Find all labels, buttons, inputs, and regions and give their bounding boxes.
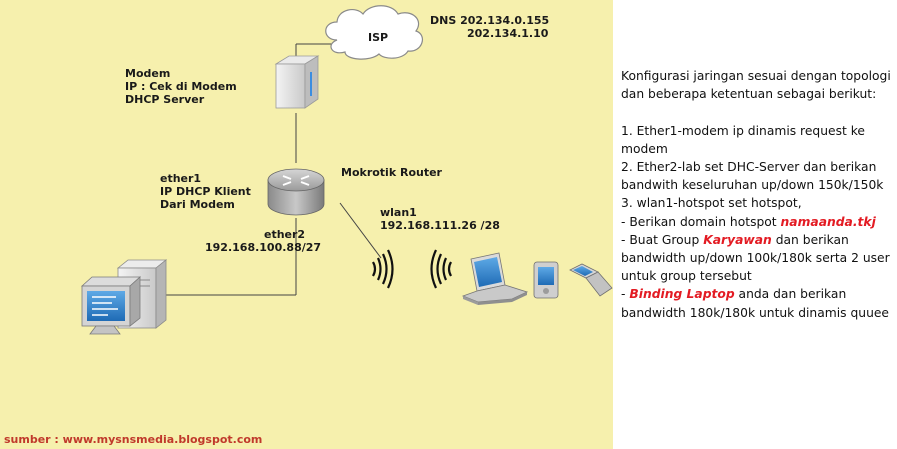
binding-suffix: anda dan berikan <box>734 287 847 302</box>
modem-icon <box>274 55 320 109</box>
domain-prefix: - Berikan domain hotspot <box>621 214 781 229</box>
modem-dhcp-label: DHCP Server <box>125 93 205 106</box>
source-credit: sumber : www.mysnsmedia.blogspot.com <box>4 433 263 446</box>
router-label: Mokrotik Router <box>341 166 442 179</box>
item-1-line-1: 1. Ether1-modem ip dinamis request ke <box>621 123 865 138</box>
ether2-label: ether2 <box>264 228 306 241</box>
group-value: Karyawan <box>703 232 772 247</box>
modem-title-label: Modem <box>125 67 171 80</box>
intro-line-2: dan beberapa ketentuan sebagai berikut: <box>621 87 877 102</box>
flip-phone-icon <box>569 263 613 297</box>
connection-lines <box>163 43 382 296</box>
group-prefix: - Buat Group <box>621 232 704 247</box>
cloud-icon <box>325 5 424 60</box>
dns-secondary-label: 202.134.1.10 <box>467 27 549 40</box>
isp-label: ISP <box>368 31 389 44</box>
ether1-label: ether1 <box>160 172 202 185</box>
configuration-instructions: Konfigurasi jaringan sesuai dengan topol… <box>621 67 897 322</box>
wlan1-label: wlan1 <box>380 206 417 219</box>
group-line-3: untuk group tersebut <box>621 269 752 284</box>
router-wlan-link <box>339 202 382 259</box>
dns-primary-label: DNS 202.134.0.155 <box>430 14 550 27</box>
network-topology-diagram: ISP DNS 202.134.0.155 202.134.1.10 Modem… <box>0 0 613 449</box>
binding-line-2: bandwidth 180k/180k untuk dinamis quuee <box>621 305 889 320</box>
desktop-computer-icon <box>80 259 168 335</box>
blank-line <box>621 103 897 121</box>
item-3-line: 3. wlan1-hotspot set hotspot, <box>621 196 802 211</box>
item-1-line-2: modem <box>621 141 668 156</box>
domain-value: namaanda.tkj <box>780 214 876 229</box>
group-line-1: - Buat Group Karyawan dan berikan <box>621 231 897 249</box>
binding-prefix: - <box>621 287 630 302</box>
wireless-signal-icon-client <box>430 249 452 289</box>
ether1-source-label: Dari Modem <box>160 198 235 211</box>
binding-line-1: - Binding Laptop anda dan berikan <box>621 285 897 303</box>
group-line-2: bandwidth up/down 100k/180k serta 2 user <box>621 251 890 266</box>
ether1-dhcp-label: IP DHCP Klient <box>160 185 251 198</box>
intro-line-1: Konfigurasi jaringan sesuai dengan topol… <box>621 69 891 83</box>
router-icon <box>267 168 325 216</box>
pda-icon <box>533 261 559 299</box>
wireless-signal-icon <box>372 249 394 289</box>
wlan1-ip-label: 192.168.111.26 /28 <box>380 219 500 232</box>
binding-value: Binding Laptop <box>629 287 735 302</box>
item-2-line-1: 2. Ether2-lab set DHC-Server dan berikan <box>621 160 877 175</box>
ether2-ip-label: 192.168.100.88/27 <box>205 241 322 254</box>
laptop-icon <box>461 252 529 305</box>
modem-ip-label: IP : Cek di Modem <box>125 80 237 93</box>
domain-line: - Berikan domain hotspot namaanda.tkj <box>621 213 897 231</box>
item-2-line-2: bandwith keseluruhan up/down 150k/150k <box>621 178 884 193</box>
topology-drawing <box>80 5 613 335</box>
group-suffix: dan berikan <box>771 232 849 247</box>
